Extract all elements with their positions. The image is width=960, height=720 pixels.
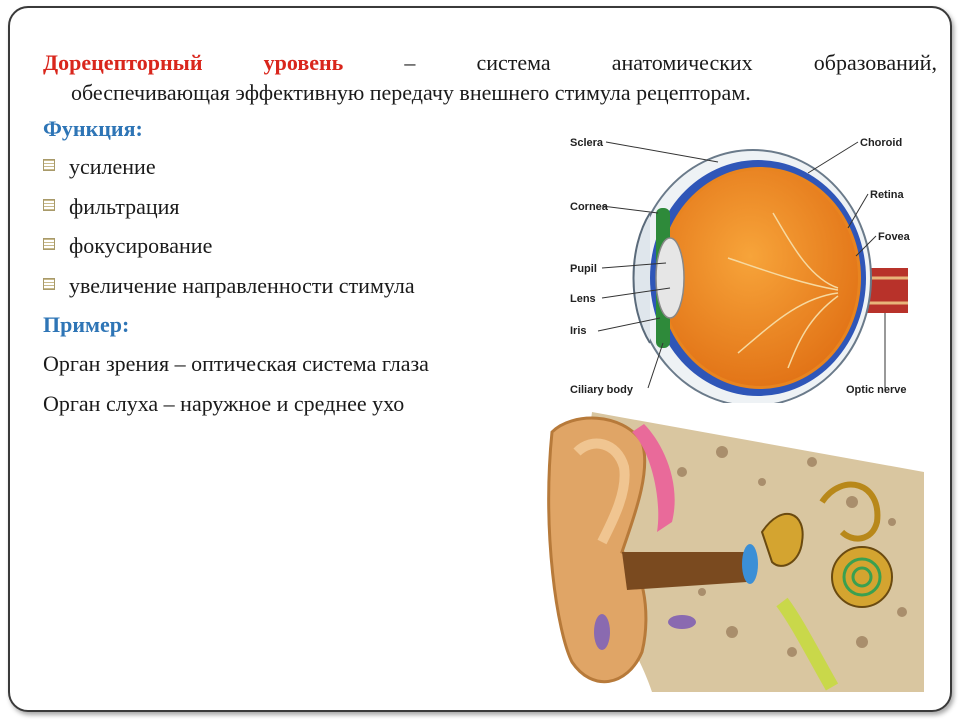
term-word-1: Дорецепторный	[43, 50, 203, 75]
intro-word: образований,	[813, 50, 937, 75]
term-word-2: уровень	[263, 50, 344, 75]
intro-paragraph: Дорецепторный уровень – система анатомич…	[43, 48, 937, 108]
example-ear: Орган слуха – наружное и среднее ухо	[43, 391, 405, 416]
function-item: усиление	[43, 154, 156, 180]
eye-label-fovea: Fovea	[878, 231, 911, 243]
eye-label-lens: Lens	[570, 293, 596, 305]
bullet-icon	[43, 238, 55, 250]
intro-line-2: обеспечивающая эффективную передачу внеш…	[71, 80, 751, 105]
eye-label-pupil: Pupil	[570, 263, 597, 275]
eye-diagram: Sclera Cornea Pupil Lens Iris Ciliary bo…	[558, 118, 918, 403]
function-label: фильтрация	[69, 194, 180, 219]
slide-frame: Дорецепторный уровень – система анатомич…	[8, 6, 952, 712]
eye-label-sclera: Sclera	[570, 137, 604, 149]
example-eye: Орган зрения – оптическая система глаза	[43, 351, 429, 376]
eye-label-optic: Optic nerve	[846, 384, 907, 396]
eye-label-choroid: Choroid	[860, 137, 902, 149]
eye-label-retina: Retina	[870, 189, 905, 201]
bullet-icon	[43, 199, 55, 211]
function-item: фокусирование	[43, 233, 212, 259]
eye-label-iris: Iris	[570, 325, 587, 337]
function-label: фокусирование	[69, 233, 213, 258]
eye-label-ciliary: Ciliary body	[570, 384, 634, 396]
intro-word: система	[476, 50, 551, 75]
function-item: увеличение направленности стимула	[43, 273, 415, 299]
function-label: увеличение направленности стимула	[69, 273, 415, 298]
ear-diagram	[547, 412, 924, 692]
function-heading: Функция:	[43, 116, 143, 141]
bullet-icon	[43, 278, 55, 290]
example-heading: Пример:	[43, 312, 130, 337]
function-item: фильтрация	[43, 194, 180, 220]
bullet-icon	[43, 159, 55, 171]
function-label: усиление	[69, 154, 156, 179]
intro-word: анатомических	[611, 50, 753, 75]
intro-word: –	[404, 50, 416, 75]
eye-label-cornea: Cornea	[570, 201, 609, 213]
